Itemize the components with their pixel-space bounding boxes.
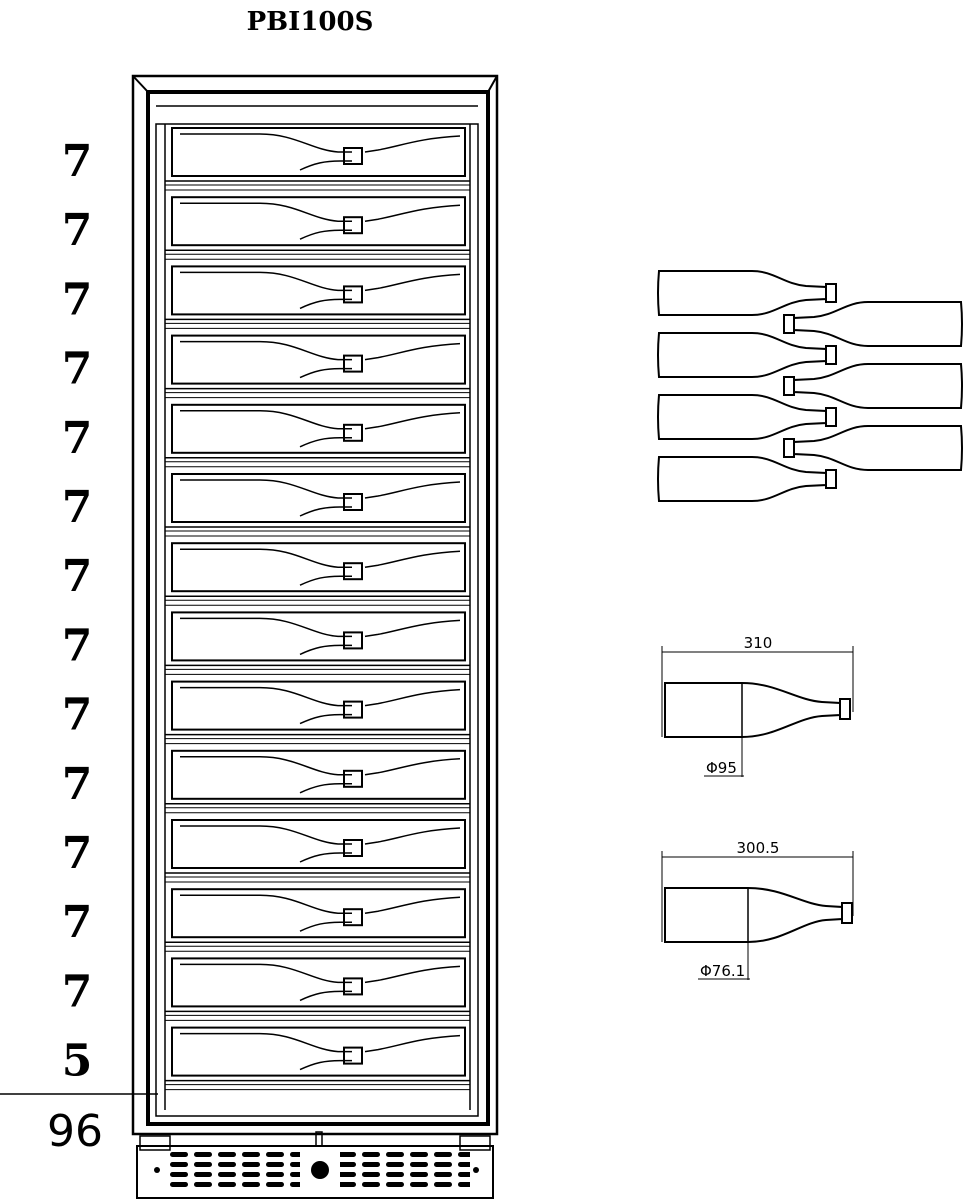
total-bottles: 96 [47,1106,103,1157]
shelf-count: 7 [62,620,93,671]
shelf-count: 7 [62,966,93,1017]
shelf-count: 7 [62,690,93,741]
shelf-count: 7 [62,344,93,395]
bottle-cap-icon [343,631,363,650]
shelf-stack [165,127,470,1091]
shelf [165,957,470,1021]
shelf-count: 7 [62,274,93,325]
bottle-dimension-large: 310 Φ95 [661,634,854,777]
shelf [165,611,470,675]
shelf [165,680,470,745]
shelf [165,473,470,537]
shelf-count: 7 [62,482,93,533]
shelf-count: 7 [62,413,93,464]
bottle-cap-icon [343,1046,363,1065]
bottle-cap-icon [343,423,363,442]
model-title: PBI100S [247,7,374,37]
shelf [165,819,470,883]
bottle-cap-icon [343,147,363,165]
cabinet [131,74,499,1136]
shelf-count: 7 [62,551,93,602]
cabinet-outer [131,74,499,1136]
length-label-large: 310 [744,634,773,652]
base-grille [136,1131,494,1199]
shelf [165,196,470,260]
shelf [165,265,470,329]
lock-icon [311,1161,329,1179]
cabinet-inner-frame [155,123,479,1117]
shelf-count: 5 [62,1036,93,1087]
bottle-dimension-small: 300.5 Φ76.1 [661,839,854,980]
vent-right [340,1152,470,1192]
stacking-illustration [657,270,963,502]
diameter-label-large: Φ95 [706,759,737,777]
bottle-cap-icon [343,769,363,788]
shelf-count: 7 [62,897,93,948]
shelf [165,749,470,814]
shelf [165,403,470,468]
cabinet-door [146,90,490,1126]
shelf-count: 7 [62,205,93,256]
bottle-cap-icon [343,908,363,927]
shelf-counts: 7 7 7 7 7 7 7 7 7 7 7 7 7 5 [62,136,93,1087]
shelf [165,542,470,606]
bottle-cap-icon [343,977,363,996]
shelf [165,127,470,191]
shelf [165,888,470,952]
vent-left [170,1152,300,1192]
bottle-cap-icon [343,700,363,719]
shelf-count: 7 [62,136,93,187]
bottle-cap-icon [343,354,363,373]
bottle-cap-icon [343,839,363,857]
shelf [165,334,470,399]
bottle-cap-icon [343,285,363,304]
diameter-label-small: Φ76.1 [700,962,745,980]
length-label-small: 300.5 [737,839,780,857]
bottle-cap-icon [343,216,363,235]
bottle-cap-icon [343,493,363,511]
shelf [165,1026,470,1091]
shelf-count: 7 [62,759,93,810]
bottle-cap-icon [343,562,363,581]
shelf-count: 7 [62,828,93,879]
